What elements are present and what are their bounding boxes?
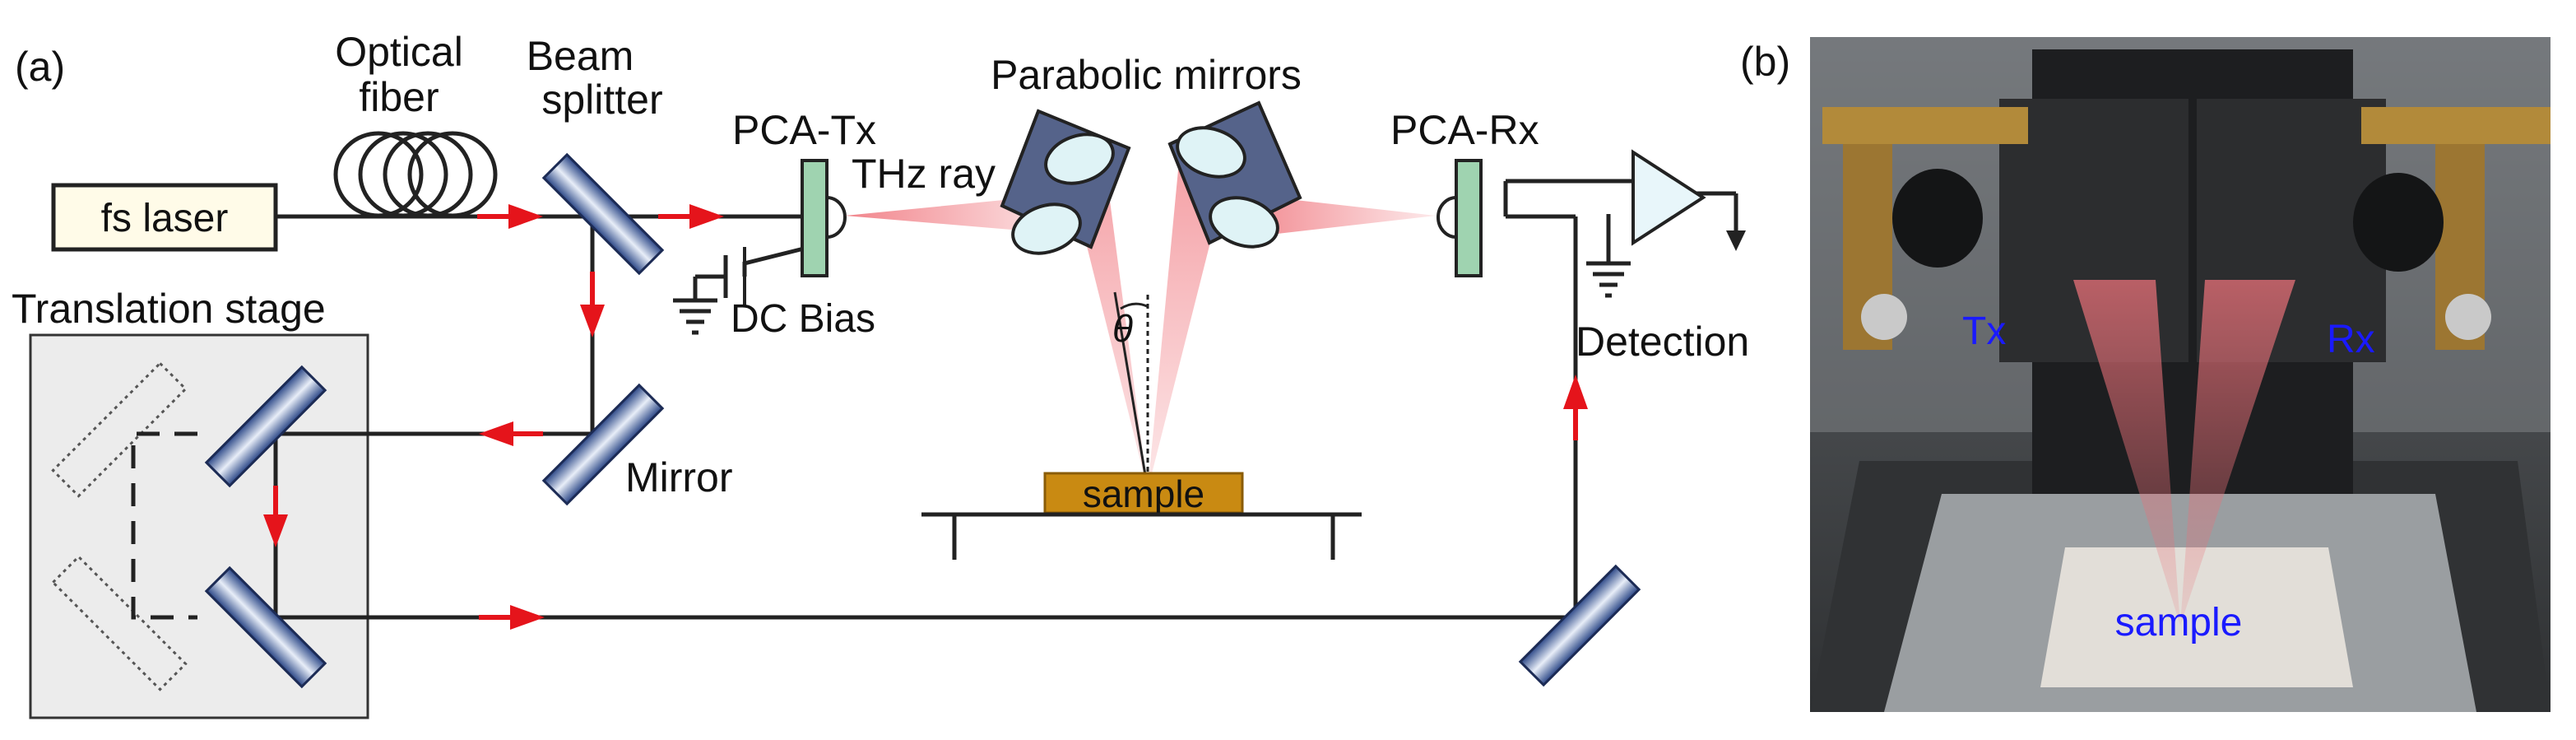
pca-tx-label: PCA-Tx [732,107,876,153]
photo-tx-label: Tx [1962,309,2006,353]
theta-label: θ [1112,307,1133,350]
stage-ghost-mirror-top [51,361,188,498]
parabolic-mirror-right [1167,100,1302,249]
theta-arc [1120,302,1148,310]
photo-beam-tx [2073,280,2180,626]
photo-beam-rx [2180,280,2295,626]
pca-rx-lens [1437,196,1457,239]
optical-fiber-label-2: fiber [359,74,439,120]
beam-splitter [541,152,665,276]
output-arrow [1726,230,1746,251]
beam-arrows [263,204,1588,630]
pca-rx-label: PCA-Rx [1390,107,1539,153]
panel-b-tag: (b) [1740,39,1790,85]
detection-ground [1586,261,1631,298]
beam-lines [273,179,1738,620]
pca-tx-lens [826,196,847,239]
photo-sample-label: sample [2115,601,2243,645]
stage-displacement-path [131,431,197,620]
parabolic-mirrors-label: Parabolic mirrors [991,52,1302,98]
pca-rx [1455,159,1483,277]
fs-laser-label: fs laser [101,197,229,240]
mirror-label: Mirror [625,454,733,500]
panel-b: (b) Tx Rx sample [1740,37,2550,712]
stage-mirror-bottom [204,565,327,689]
optical-fiber-coil [333,131,498,219]
photo-arm-right [2361,107,2550,144]
translation-stage-label: Translation stage [12,286,326,332]
panel-a: (a) Translation stage fs laser [12,29,1749,719]
fs-laser-box [51,183,278,252]
sample-table [921,512,1362,560]
detection-label: Detection [1576,319,1749,365]
panel-a-tag: (a) [15,44,65,90]
optical-fiber-label-1: Optical [335,29,463,75]
beam-splitter-label-2: splitter [541,77,662,123]
amplifier [1631,149,1706,246]
incidence-line [1113,291,1149,491]
photo-rx-label: Rx [2327,318,2375,361]
parabolic-mirror-left [1000,109,1131,255]
photo-arm-left [1822,107,2028,144]
detection-mirror [1518,564,1641,687]
photo-rx-lens [2353,173,2444,272]
sample-block [1043,472,1244,514]
photo-tx-lens [1892,169,1983,268]
photo-sample-plate [2040,547,2353,687]
stage-mirror-top [204,365,327,488]
beam-splitter-label-1: Beam [527,33,634,79]
dc-bias-circuit [673,244,811,335]
dc-bias-label: DC Bias [731,297,875,341]
mirror-turn [541,383,665,506]
pca-tx [801,159,828,277]
thz-ray-label: THz ray [852,151,996,197]
sample-label-a: sample [1083,472,1204,515]
